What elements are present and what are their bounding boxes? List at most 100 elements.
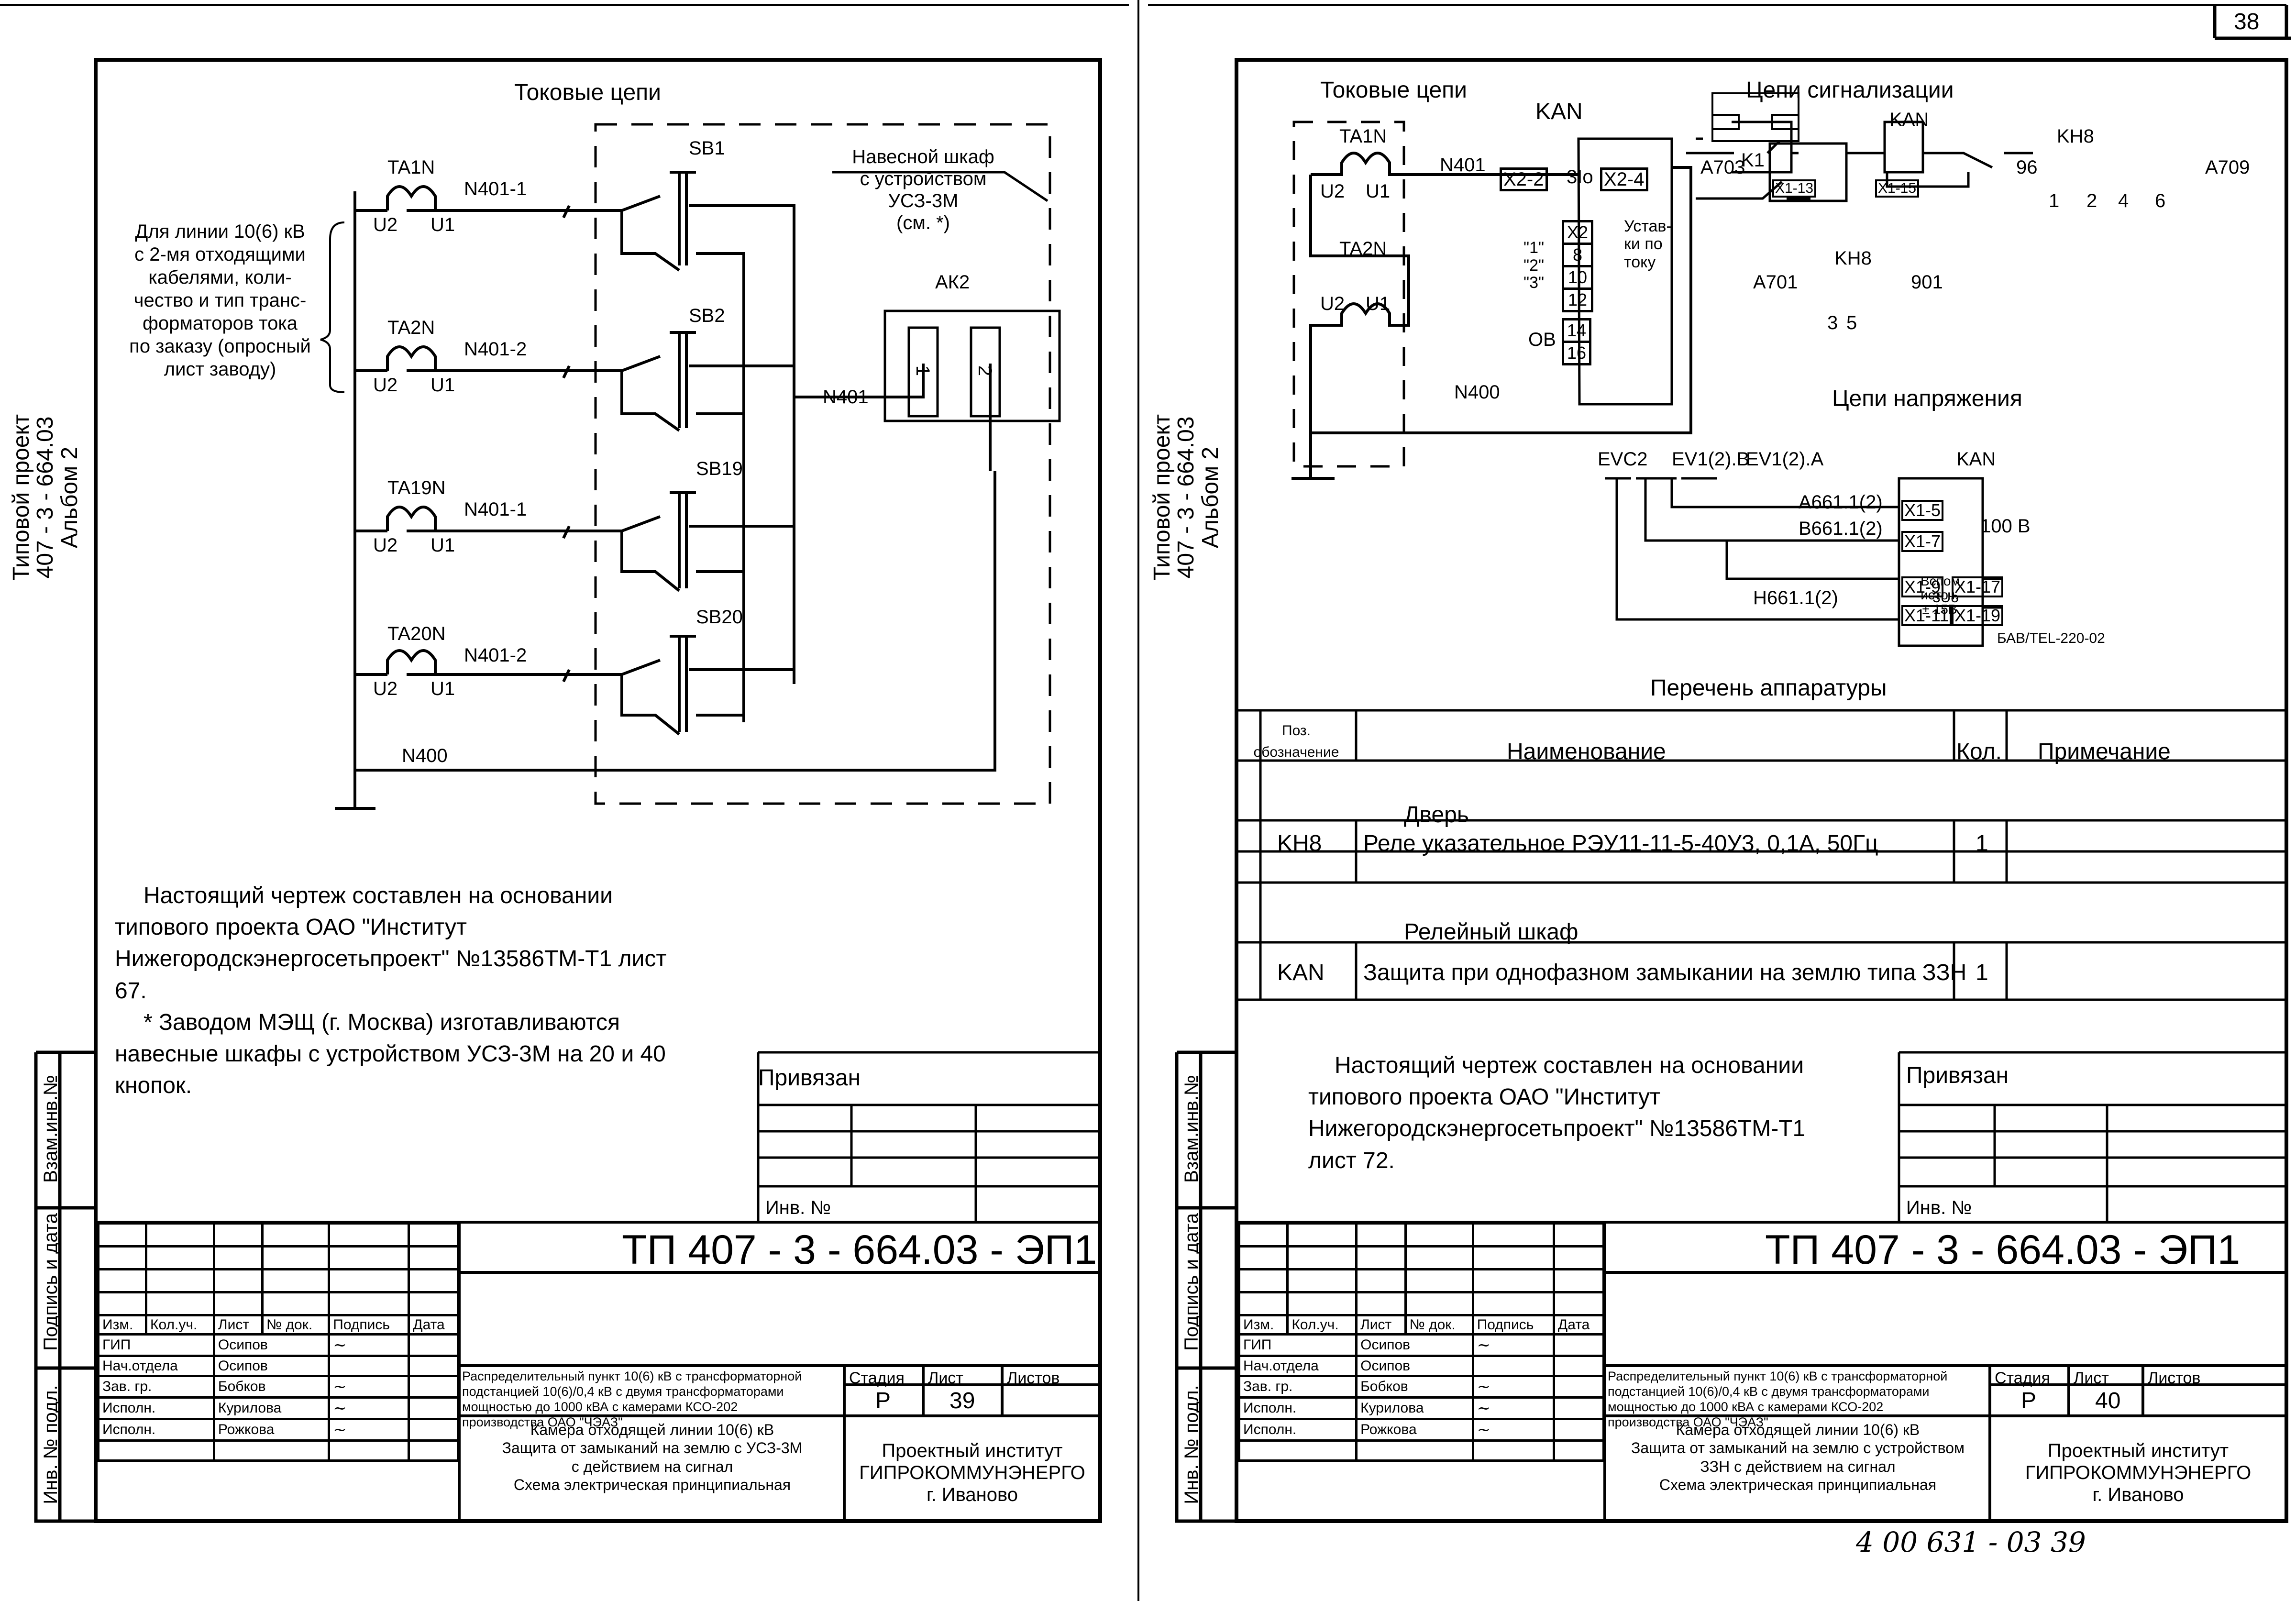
- staff-role: Нач.отдела: [97, 1355, 215, 1377]
- drawing-code: ТП 407 - 3 - 664.03 - ЭП1: [622, 1227, 1097, 1273]
- settings-labels: "1" "2" "3": [1523, 239, 1544, 292]
- terminal-label: U2: [373, 535, 398, 556]
- desc-line: производства ОАО "ЧЭАЗ": [462, 1414, 623, 1429]
- cell: [212, 1245, 264, 1270]
- note-line: типового проекта ОАО "Институт: [115, 915, 467, 940]
- ta-label: TA20N: [387, 623, 446, 644]
- settings-value: 10: [1561, 265, 1594, 290]
- row-name: Защита при однофазном замыкании на землю…: [1363, 960, 1967, 985]
- cabinet-line: Навесной шкаф: [852, 146, 994, 167]
- col-header-qty: Кол.: [1956, 739, 2002, 764]
- cell: [1552, 1396, 1605, 1420]
- cell: [1471, 1439, 1555, 1462]
- setting-label: "3": [1523, 274, 1545, 292]
- terminal-box: X1-11: [1901, 605, 1952, 626]
- pin-label: 5: [1846, 312, 1857, 333]
- cell: [145, 1245, 215, 1270]
- organization: Проектный институт ГИПРОКОММУНЭНЕРГО г. …: [844, 1440, 1100, 1506]
- cell: [408, 1355, 459, 1377]
- ob-label: ОВ: [1528, 329, 1556, 350]
- cell: [97, 1222, 148, 1248]
- header-sign: Подпись: [328, 1314, 410, 1336]
- relay-label: KH8: [1834, 248, 1872, 269]
- stage-value: Р: [2021, 1388, 2037, 1413]
- project-description: Распределительный пункт 10(6) кВ с транс…: [462, 1369, 842, 1430]
- terminal-box: X1-19: [1952, 605, 2004, 626]
- cell: [1286, 1245, 1358, 1270]
- cell: [1237, 1222, 1289, 1248]
- staff-role: Нач.отдела: [1237, 1355, 1358, 1377]
- staff-role: Исполн.: [1237, 1418, 1358, 1442]
- org-line: ГИПРОКОММУНЭНЕРГО: [2025, 1462, 2252, 1483]
- terminal-box: X1-7: [1901, 531, 1944, 552]
- org-line: Проектный институт: [2047, 1440, 2229, 1461]
- terminal-label: U1: [430, 678, 455, 699]
- desc-line: мощностью до 1000 кВА с камерами КСО-202: [462, 1399, 738, 1414]
- note-line: чество и тип транс-: [133, 290, 307, 311]
- signature: ~: [1471, 1418, 1555, 1442]
- pin-label: 2: [2086, 190, 2097, 211]
- section-title-current: Токовые цепи: [1320, 77, 1467, 103]
- button-label: SB1: [689, 138, 725, 159]
- cell: [261, 1222, 331, 1248]
- staff-role: ГИП: [1237, 1333, 1358, 1357]
- wire-label: H661.1(2): [1753, 587, 1838, 608]
- staff-role: Исполн.: [97, 1396, 215, 1420]
- terminal-box: X2-4: [1600, 167, 1648, 191]
- stamp-inv: Инв. № подл.: [1181, 1385, 1202, 1504]
- header-list: Лист: [212, 1314, 264, 1336]
- button-label: SB20: [696, 607, 743, 628]
- ta-label: TA19N: [387, 477, 446, 498]
- wire-label: N401-1: [464, 178, 527, 199]
- note-line: * Заводом МЭЩ (г. Москва) изготавливаютс…: [144, 1009, 620, 1035]
- note-line: по заказу (опросный: [129, 336, 311, 357]
- note-line: с 2-мя отходящими: [134, 244, 306, 265]
- cell: [1355, 1222, 1407, 1248]
- note-line: Нижегородскэнергосетьпроект" №13586ТМ-Т1: [1308, 1116, 1806, 1142]
- org-line: г. Иваново: [926, 1484, 1018, 1505]
- voltage-rating: 100 В: [1980, 516, 2031, 537]
- organization: Проектный институт ГИПРОКОММУНЭНЕРГО г. …: [1990, 1440, 2286, 1506]
- signature: ~: [328, 1418, 410, 1442]
- note-line: форматоров тока: [143, 313, 298, 334]
- stamp-vzam: Взам.инв.№: [1181, 1075, 1202, 1183]
- pin-label: 6: [2155, 190, 2166, 211]
- kan-label: KAN: [1956, 449, 1996, 470]
- desc-line: мощностью до 1000 кВА с камерами КСО-202: [1608, 1399, 1884, 1414]
- settings-value: 8: [1561, 243, 1594, 267]
- org-line: ГИПРОКОММУНЭНЕРГО: [859, 1462, 1085, 1483]
- staff-name: Рожкова: [212, 1418, 331, 1442]
- stamp-inv: Инв. № подл.: [40, 1385, 61, 1504]
- staff-name: Осипов: [1355, 1333, 1474, 1357]
- header-izm: Изм.: [97, 1314, 148, 1336]
- section-title-voltage: Цепи напряжения: [1832, 386, 2022, 411]
- note-line: лист заводу): [164, 359, 276, 380]
- cell: [1552, 1222, 1605, 1248]
- cell: [1355, 1439, 1474, 1462]
- terminal-box: X2-2: [1500, 167, 1548, 191]
- terminal-box: X1-15: [1875, 179, 1920, 198]
- signature: ~: [1471, 1396, 1555, 1420]
- kan-label: KAN: [1535, 99, 1583, 124]
- header-doc: № док.: [261, 1314, 331, 1336]
- terminal-label: U2: [373, 214, 398, 235]
- cell: [261, 1291, 331, 1316]
- revision-table: Изм. Кол.уч. Лист № док. Подпись Дата ГИ…: [97, 1222, 459, 1462]
- staff-role: Исполн.: [1237, 1396, 1358, 1420]
- cell: [408, 1268, 459, 1293]
- note-line: 67.: [115, 978, 147, 1004]
- desc-line: Схема электрическая принципиальная: [513, 1476, 791, 1494]
- bus-label: EV1(2).A: [1746, 449, 1824, 470]
- sheet-description: Камера отходящей линии 10(6) кВ Защита о…: [462, 1421, 842, 1494]
- terminal-label: U1: [1366, 293, 1391, 314]
- desc-line: Защита от замыканий на землю с устройств…: [1631, 1439, 1965, 1457]
- cell: [1552, 1375, 1605, 1399]
- row-pos: KH8: [1277, 831, 1322, 856]
- sheet-label: Лист: [928, 1369, 963, 1387]
- cell: [1471, 1268, 1555, 1293]
- handwritten-archive-code: 4 00 631 - 03 39: [1856, 1526, 2086, 1558]
- spine-line: Альбом 2: [1197, 446, 1223, 549]
- current-label: 3Io: [1567, 166, 1593, 188]
- desc-line: Камера отходящей линии 10(6) кВ: [1676, 1421, 1920, 1438]
- device-terminal: 1: [912, 365, 934, 376]
